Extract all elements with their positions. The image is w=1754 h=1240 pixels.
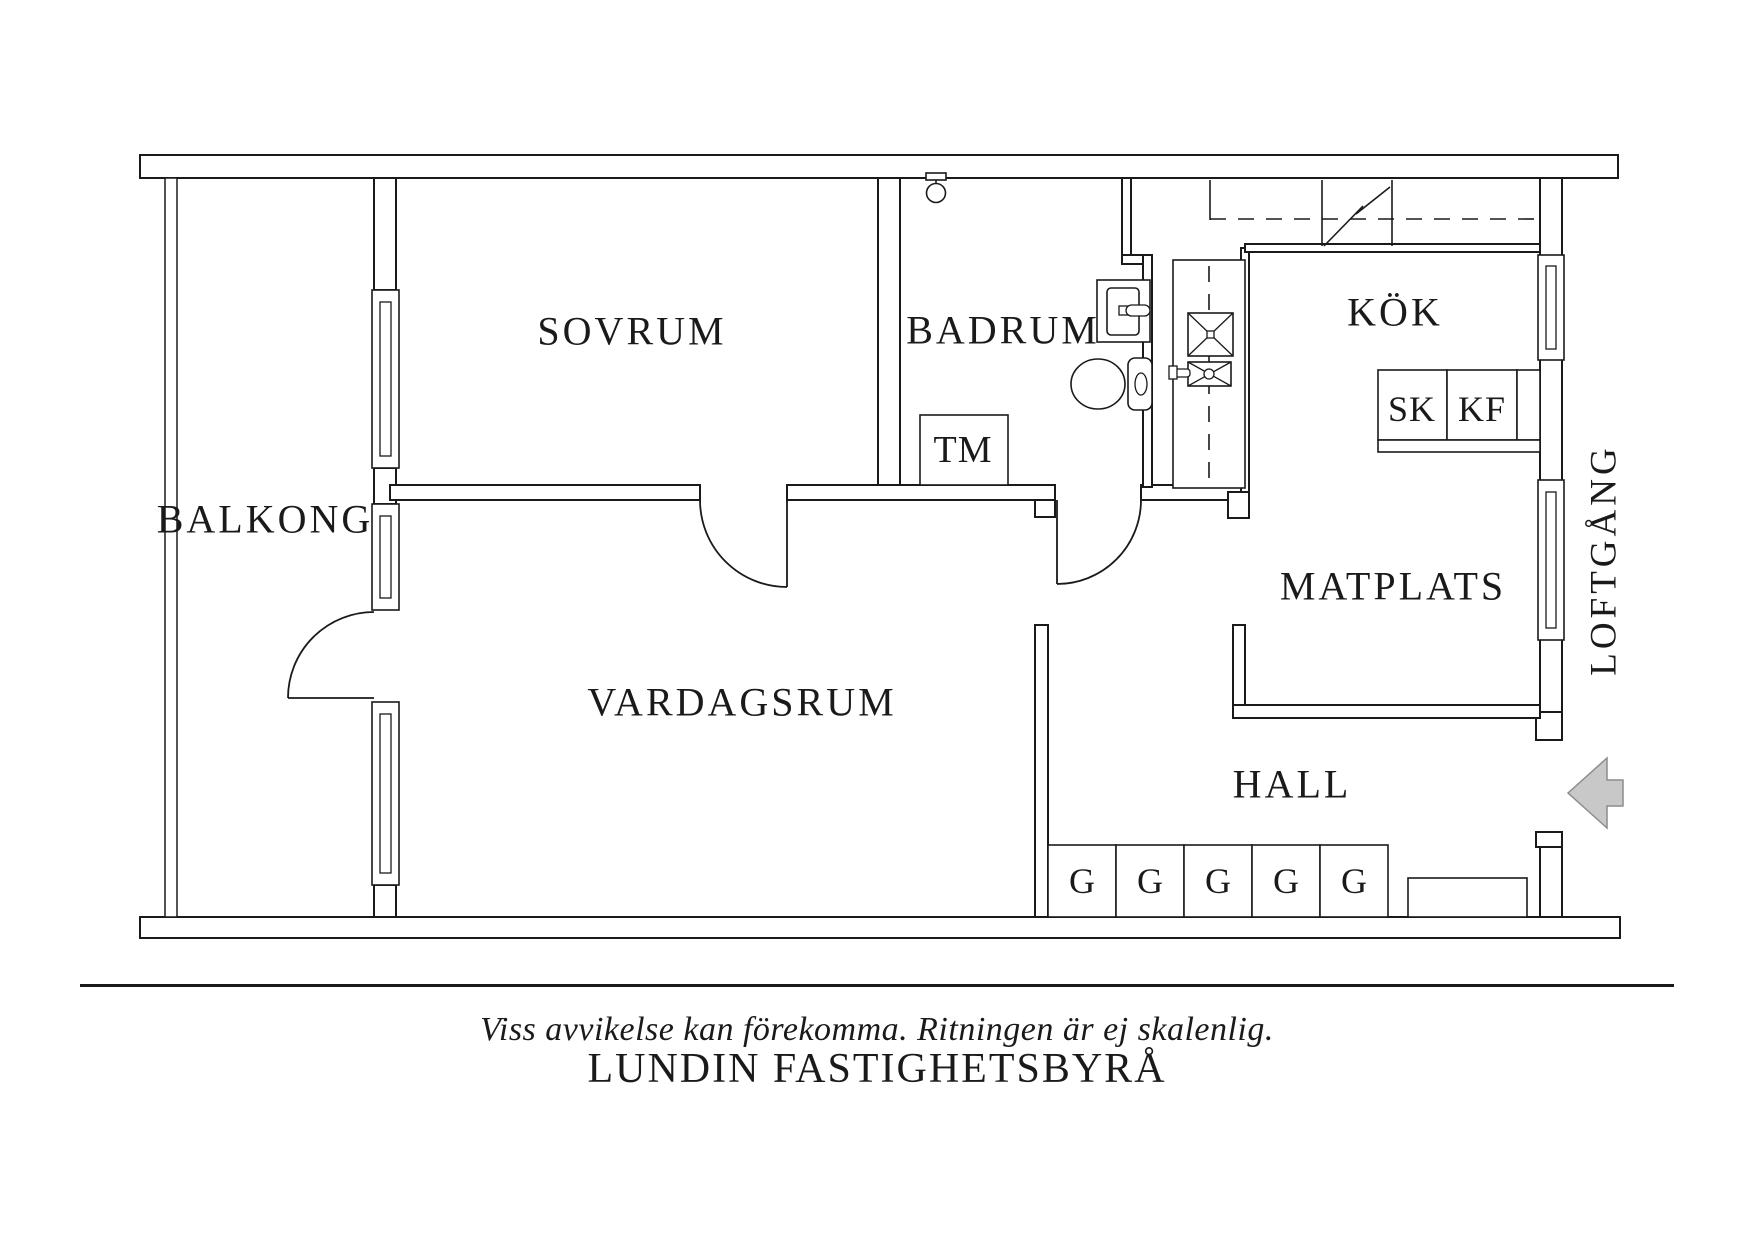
room-label-badrum: BADRUM — [906, 307, 1100, 353]
label-wardrobe-5: G — [1341, 861, 1367, 901]
balcony-railing — [164, 177, 178, 918]
entry-bench — [1407, 877, 1528, 918]
shower-icon — [925, 172, 947, 204]
room-label-vardagsrum: VARDAGSRUM — [587, 679, 897, 725]
washing-machine-box — [919, 414, 1009, 486]
label-wardrobe-2: G — [1137, 861, 1163, 901]
label-wardrobe-1: G — [1069, 861, 1095, 901]
kitchen-counter — [1168, 259, 1246, 489]
sk-kf-counter — [1377, 369, 1541, 453]
sink-icon — [1096, 279, 1151, 343]
toilet-icon — [1070, 357, 1153, 411]
room-label-kok: KÖK — [1347, 289, 1443, 335]
room-label-sovrum: SOVRUM — [537, 308, 727, 354]
label-cleaning-cabinet: SK — [1387, 389, 1437, 429]
windows — [371, 254, 1565, 886]
footer-disclaimer: Viss avvikelse kan förekomma. Ritningen … — [480, 1011, 1274, 1048]
label-washing-machine: TM — [933, 429, 993, 471]
upper-cabinets — [1209, 180, 1540, 247]
outer-walls — [139, 154, 1621, 939]
label-wardrobe-4: G — [1273, 861, 1299, 901]
footer-company: LUNDIN FASTIGHETSBYRÅ — [587, 1046, 1167, 1092]
room-label-hall: HALL — [1232, 761, 1352, 807]
wardrobe-boxes — [1047, 844, 1389, 918]
label-loftgang: LOFTGÅNG — [1583, 444, 1625, 676]
entry-arrow-icon — [1566, 756, 1624, 830]
divider-line — [80, 984, 1674, 987]
balcony-door — [287, 611, 375, 699]
room-label-matplats: MATPLATS — [1279, 563, 1507, 609]
sovrum-door — [699, 499, 788, 588]
room-label-balkong: BALKONG — [156, 496, 374, 542]
label-wardrobe-3: G — [1205, 861, 1231, 901]
label-fridge-freezer: KF — [1457, 389, 1507, 429]
left-facade-wall — [373, 177, 397, 918]
badrum-door — [1056, 499, 1142, 585]
